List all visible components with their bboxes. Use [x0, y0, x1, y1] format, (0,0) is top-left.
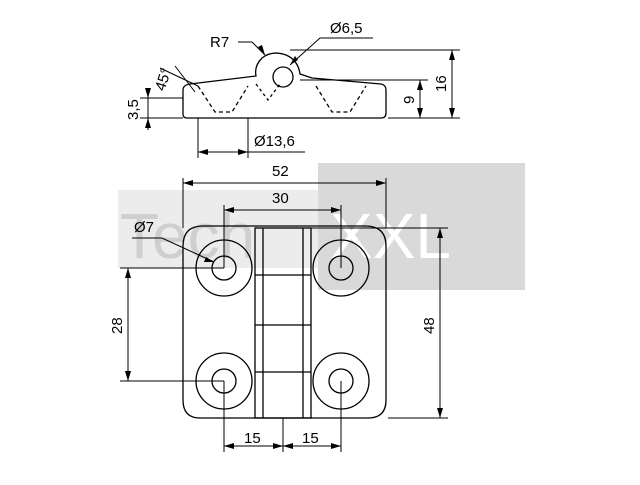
watermark-light-box — [118, 190, 318, 268]
label-30: 30 — [272, 190, 289, 207]
left-countersink — [197, 85, 249, 113]
angle-line-a — [159, 67, 199, 87]
label-28: 28 — [109, 317, 126, 334]
label-52: 52 — [272, 163, 289, 180]
dimension-labels: R7 Ø6,5 45° 3,5 9 16 Ø13,6 52 30 Ø7 28 4… — [109, 20, 450, 447]
label-35: 3,5 — [125, 99, 142, 120]
label-15-left: 15 — [244, 430, 261, 447]
top-view-dimensions — [120, 178, 448, 452]
label-hole-65: Ø6,5 — [330, 20, 363, 37]
center-relief — [255, 83, 281, 102]
angle-line-b — [174, 65, 196, 93]
label-45deg: 45° — [152, 66, 175, 93]
arrowheads — [125, 45, 455, 449]
knuckle-hole — [272, 66, 294, 88]
hole-7-leader — [132, 237, 215, 263]
watermark-text-right: XXL — [330, 200, 451, 272]
label-16: 16 — [433, 75, 450, 92]
hole-leader — [289, 37, 373, 66]
plate-outline — [182, 225, 387, 419]
side-view — [182, 52, 387, 119]
watermark-text-left: Tech — [120, 200, 255, 272]
label-9: 9 — [401, 96, 418, 104]
label-r7: R7 — [210, 34, 229, 51]
side-view-outline — [182, 52, 387, 119]
label-hole-7: Ø7 — [134, 219, 154, 236]
label-15-right: 15 — [302, 430, 319, 447]
r7-leader — [238, 41, 266, 56]
label-48: 48 — [421, 317, 438, 334]
label-136: Ø13,6 — [254, 133, 295, 150]
right-countersink — [315, 85, 367, 113]
